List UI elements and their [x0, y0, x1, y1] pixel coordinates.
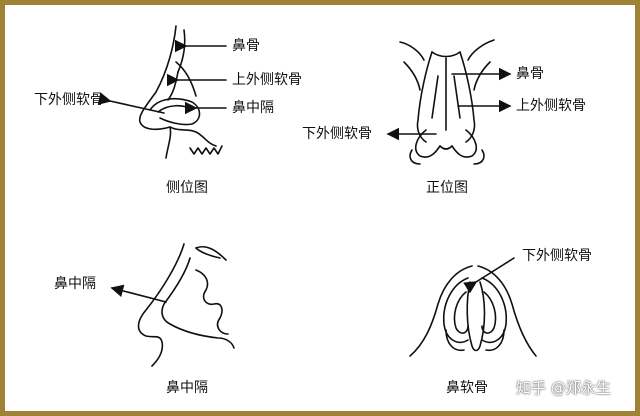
alar-outline	[149, 97, 201, 126]
label-nasal-bone-lateral: 鼻骨	[232, 38, 260, 54]
teeth	[189, 145, 223, 155]
label-lower-lateral-frontal: 下外侧软骨	[302, 126, 372, 142]
label-nasal-bone-frontal: 鼻骨	[516, 66, 544, 82]
septum-nasal-bone	[195, 247, 221, 259]
nose-tip	[439, 145, 453, 150]
cartilage-drawing	[409, 257, 537, 357]
septum-drawing	[110, 243, 235, 367]
left-nasal-side	[416, 51, 433, 143]
label-lower-lateral-bottom: 下外侧软骨	[522, 248, 592, 264]
label-septum-lateral: 鼻中隔	[232, 100, 274, 116]
label-upper-lateral-lateral: 上外侧软骨	[232, 72, 302, 88]
right-crus-outer	[481, 277, 507, 344]
lower-lateral-right	[451, 129, 478, 158]
left-orbit	[403, 61, 421, 91]
frontal-view-drawing	[386, 39, 512, 165]
lower-lateral-left	[414, 129, 441, 158]
septum-wavy-edge	[195, 269, 229, 335]
right-orbit	[473, 61, 491, 91]
septum-top	[195, 245, 227, 261]
nose-profile-outline	[138, 25, 177, 159]
caption-frontal-view: 正位图	[426, 180, 468, 196]
left-crus-inner	[453, 291, 469, 334]
columella	[466, 281, 486, 352]
watermark: 知乎 @郑永生	[516, 379, 611, 397]
caption-septum: 鼻中隔	[166, 380, 208, 396]
septum-cartilage-front	[161, 257, 191, 325]
nasal-bone-top	[431, 51, 461, 58]
septum-edge	[175, 61, 197, 97]
right-nostril	[473, 149, 485, 165]
upper-lateral-outline	[167, 71, 179, 101]
face-outline-left	[409, 265, 473, 357]
lateral-view-drawing	[97, 25, 227, 159]
upper-lateral-left	[431, 75, 439, 119]
caption-lateral-view: 侧位图	[166, 180, 208, 196]
septum-nose-outline	[137, 243, 185, 367]
septum-base	[169, 323, 235, 349]
arrow-lower-lateral-bottom	[463, 257, 515, 294]
left-nostril-bottom	[445, 329, 465, 352]
label-lower-lateral-lateral: 下外侧软骨	[34, 92, 104, 108]
label-septum-panel: 鼻中隔	[54, 276, 96, 292]
left-crus-outer	[443, 277, 469, 344]
alar-inner	[157, 104, 193, 113]
left-brow	[399, 41, 425, 61]
maxilla-outline	[169, 126, 217, 147]
right-nasal-side	[459, 51, 476, 143]
right-nostril-bottom	[485, 329, 505, 352]
label-upper-lateral-frontal: 上外侧软骨	[516, 98, 586, 114]
right-crus-inner	[481, 291, 497, 334]
upper-lateral-right	[453, 75, 461, 119]
right-brow	[467, 39, 495, 61]
caption-cartilage: 鼻软骨	[446, 380, 488, 396]
left-nostril	[409, 149, 421, 165]
arrow-lower-lateral	[97, 92, 165, 114]
arrow-septum-panel	[110, 284, 167, 303]
